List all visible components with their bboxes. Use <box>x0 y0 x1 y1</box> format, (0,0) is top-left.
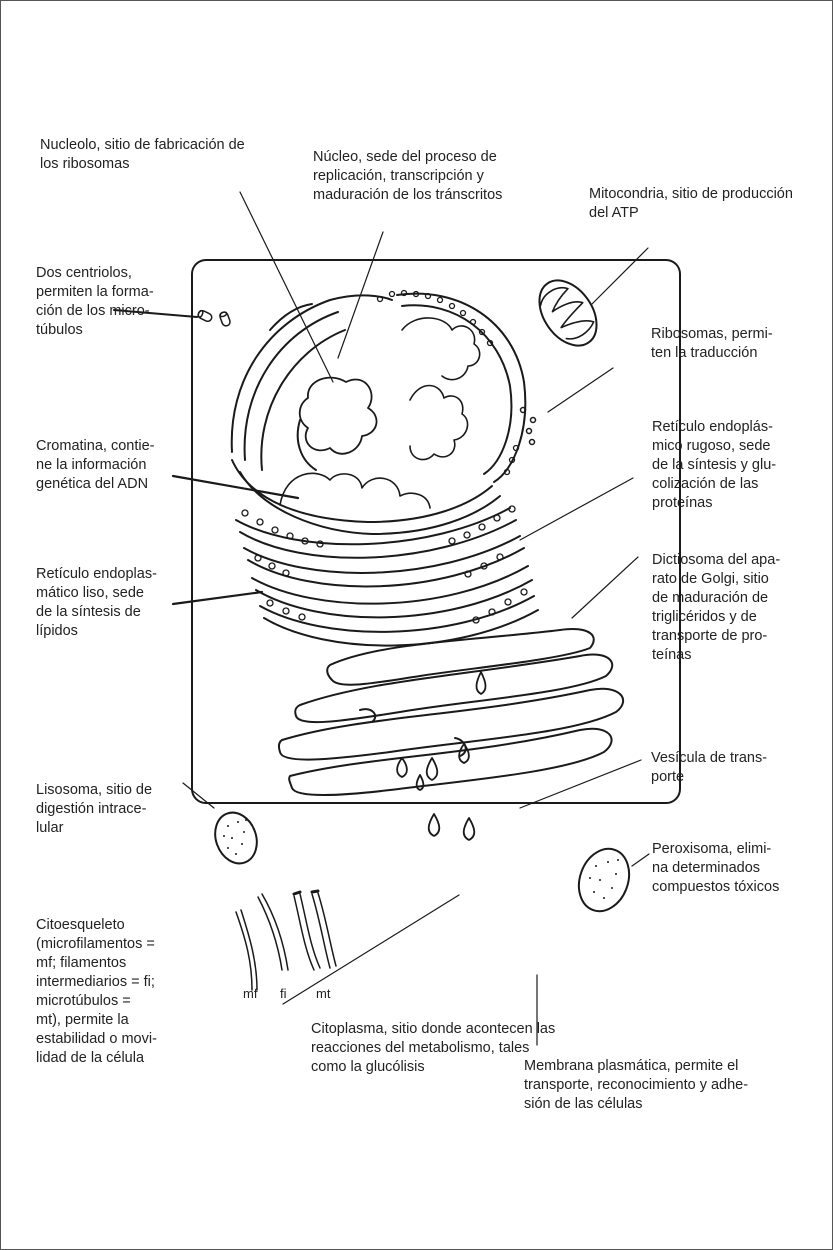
rough-er <box>236 508 538 646</box>
label-nucleo: Núcleo, sede del proceso de replicación,… <box>313 148 502 205</box>
label-nucleolo: Nucleolo, sitio de fabricación de los ri… <box>40 136 245 174</box>
label-cromatina: Cromatina, contie- ne la información gen… <box>36 437 154 494</box>
cytoskeleton-tag-fi: fi <box>280 986 287 1001</box>
leader-peroxisoma <box>632 854 649 866</box>
lysosome <box>208 807 263 870</box>
label-rel: Retículo endoplas- mático liso, sede de … <box>36 565 157 641</box>
label-lisosoma: Lisosoma, sitio de digestión intrace- lu… <box>36 781 152 838</box>
cytoskeleton <box>236 891 336 990</box>
label-golgi: Dictiosoma del apa- rato de Golgi, sitio… <box>652 551 780 665</box>
cytoskeleton-tag-mt: mt <box>316 986 330 1001</box>
leader-rel <box>173 592 262 604</box>
leader-citoplasma <box>283 895 459 1004</box>
label-mitocondria: Mitocondria, sitio de producción del ATP <box>589 185 793 223</box>
label-citoplasma: Citoplasma, sitio donde acontecen las re… <box>311 1020 555 1077</box>
label-centriolos: Dos centriolos, permiten la forma- ción … <box>36 264 154 340</box>
leader-mitocondria <box>592 248 648 304</box>
leader-lisosoma <box>183 783 214 808</box>
label-ribosomas: Ribosomas, permi- ten la traducción <box>651 325 773 363</box>
chromatin <box>280 473 430 508</box>
leader-nucleolo <box>240 192 333 382</box>
leader-golgi <box>572 557 638 618</box>
cytoskeleton-tag-mf: mf <box>243 986 257 1001</box>
leader-ribosomas <box>548 368 613 412</box>
label-peroxisoma: Peroxisoma, elimi- na determinados compu… <box>652 840 779 897</box>
label-rer: Retículo endoplás- mico rugoso, sede de … <box>652 418 776 513</box>
label-citoesqueleto: Citoesqueleto (microfilamentos = mf; fil… <box>36 916 157 1068</box>
nucleolus <box>300 378 377 454</box>
label-membrana: Membrana plasmática, permite el transpor… <box>524 1057 748 1114</box>
label-vesicula: Vesícula de trans- porte <box>651 749 767 787</box>
leader-vesicula <box>520 760 641 808</box>
centrioles <box>197 309 231 327</box>
golgi-apparatus <box>279 629 623 795</box>
leader-rer <box>520 478 633 540</box>
leader-lines <box>114 192 649 1045</box>
mitochondrion <box>528 270 609 357</box>
peroxisome <box>571 842 638 919</box>
